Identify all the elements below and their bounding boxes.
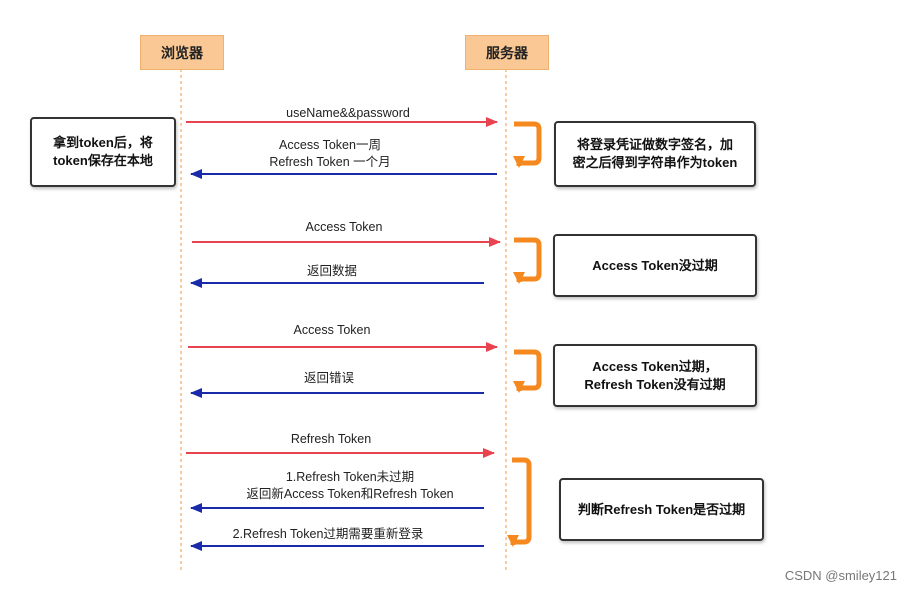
msg-refresh-request-label: Refresh Token: [290, 432, 372, 446]
loop-arrow-3: [513, 349, 542, 393]
server-header: 服务器: [465, 35, 549, 70]
csdn-watermark: CSDN @smiley121: [784, 568, 897, 583]
browser-header: 浏览器: [140, 35, 224, 70]
msg-login-label: useName&&password: [286, 106, 410, 120]
msg-access-request-2-label: Access Token: [293, 323, 371, 337]
expired-note-line-2: Refresh Token没有过期: [584, 376, 726, 392]
not-expired-text: Access Token没过期: [592, 257, 718, 273]
browser-note-line-2: token保存在本地: [53, 153, 153, 168]
msg-new-token-label: 1.Refresh Token未过期 返回新Access Token和Refre…: [200, 469, 500, 503]
msg-new-token-line-1: 1.Refresh Token未过期: [285, 470, 415, 484]
judge-refresh-note: 判断Refresh Token是否过期: [559, 478, 764, 541]
access-expired-note: Access Token过期， Refresh Token没有过期: [553, 344, 757, 407]
sign-note-line-2: 密之后得到字符串作为token: [572, 155, 738, 170]
msg-token-line-2: Refresh Token 一个月: [269, 155, 391, 169]
msg-access-request-1-label: Access Token: [305, 220, 383, 234]
sign-note-line-1: 将登录凭证做数字签名，加: [576, 137, 733, 152]
expired-note-line-1: Access Token过期，: [592, 358, 718, 374]
msg-new-token-line-2: 返回新Access Token和Refresh Token: [246, 487, 454, 501]
msg-token-line-1: Access Token一周: [279, 138, 381, 152]
sign-token-note: 将登录凭证做数字签名，加 密之后得到字符串作为token: [554, 121, 756, 187]
msg-error-response-label: 返回错误: [303, 371, 354, 385]
browser-store-token-note: 拿到token后，将 token保存在本地: [30, 117, 176, 187]
browser-note-line-1: 拿到token后，将: [53, 135, 153, 150]
msg-data-response-label: 返回数据: [306, 264, 357, 278]
judge-note-text: 判断Refresh Token是否过期: [577, 501, 746, 517]
msg-relogin-label: 2.Refresh Token过期需要重新登录: [232, 527, 424, 541]
loop-arrow-4: [507, 457, 532, 547]
loop-arrow-2: [513, 237, 542, 284]
not-expired-note: Access Token没过期: [553, 234, 757, 297]
msg-token-response-label: Access Token一周 Refresh Token 一个月: [230, 137, 430, 171]
loop-arrow-1: [513, 121, 542, 168]
